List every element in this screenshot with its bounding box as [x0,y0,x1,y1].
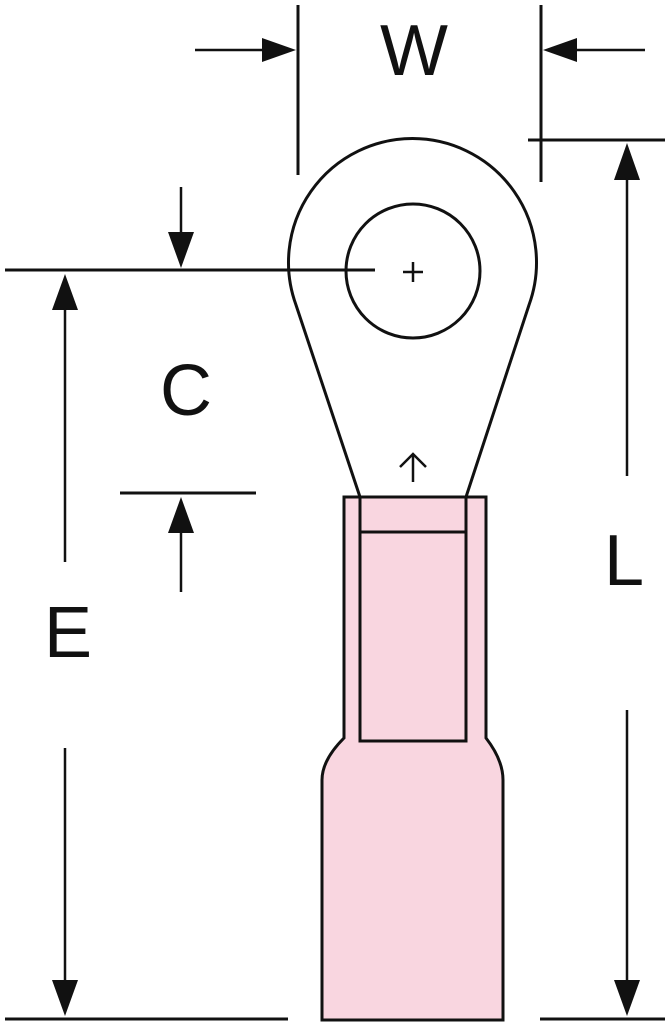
c-arrow-bottom-head [168,497,194,533]
e-arrow-bottom-head [52,980,78,1016]
w-arrow-right-head [543,38,577,62]
small-up-arrow [399,452,427,482]
insulation-sleeve [320,495,505,1022]
dimension-w: W [195,5,645,182]
ring-tongue-outline [287,137,538,498]
c-arrow-top-head [168,232,194,268]
ring-terminal [287,137,538,1022]
l-arrow-bottom-head [614,980,640,1016]
c-label: C [160,351,212,431]
metal-barrel [358,495,468,743]
e-arrow-top-head [52,274,78,310]
center-cross [403,262,423,282]
stud-hole [344,202,482,340]
w-label: W [380,11,448,91]
dimension-l: L [528,138,665,1021]
dimension-c: C [120,187,256,592]
dimension-e: E [5,268,375,1021]
l-label: L [604,521,644,601]
e-label: E [44,593,92,673]
l-arrow-top-head [614,143,640,180]
w-arrow-left-head [262,38,296,62]
